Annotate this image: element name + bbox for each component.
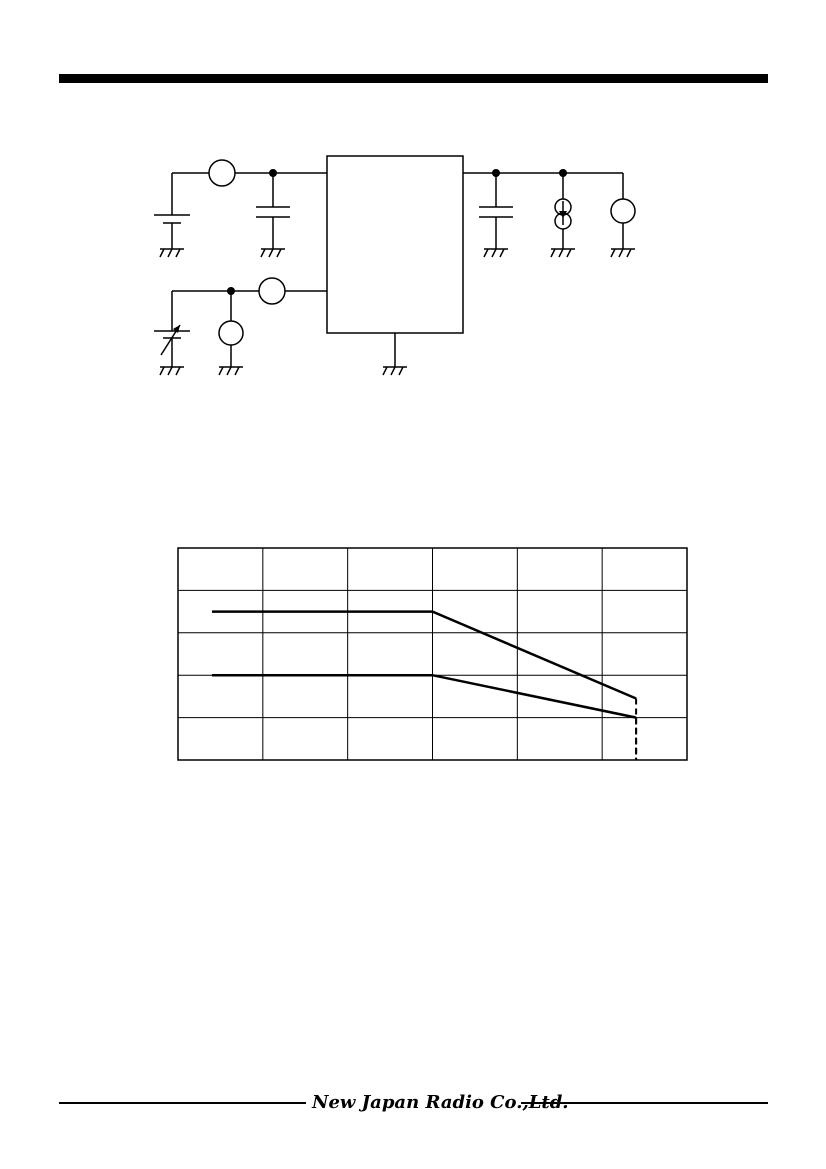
- ground-symbol-load: [550, 248, 575, 258]
- junction-dots: [227, 169, 567, 295]
- derating-curve-2: [211, 673, 637, 719]
- power-dissipation-chart: [177, 547, 688, 761]
- derating-curve-1: [211, 610, 637, 700]
- current-arrow-head: [559, 211, 567, 218]
- control-voltmeter: [218, 320, 244, 346]
- variable-arrow-head: [173, 325, 180, 333]
- company-logo: New Japan Radio Co.,Ltd.: [312, 1092, 569, 1113]
- ground-symbol-vmeter: [218, 366, 243, 376]
- output-capacitor: [479, 206, 513, 218]
- control-ammeter: [258, 277, 286, 305]
- ground-symbol-cin: [260, 248, 285, 258]
- ground-symbol-vout: [610, 248, 635, 258]
- ground-symbol-ic: [382, 366, 407, 376]
- ic-block: [326, 155, 464, 334]
- battery-symbol: [154, 214, 190, 224]
- ground-symbol-cout: [483, 248, 508, 258]
- ground-symbol-vcont: [159, 366, 184, 376]
- input-ammeter: [208, 159, 236, 187]
- input-capacitor: [256, 206, 290, 218]
- output-voltmeter: [610, 198, 636, 224]
- chart-grid: [177, 547, 688, 761]
- measurement-circuit-diagram: [154, 155, 636, 376]
- header-rule: [59, 74, 768, 83]
- footer-rule-left: [59, 1102, 306, 1104]
- ground-symbol-battery: [159, 248, 184, 258]
- chart-series: [211, 610, 638, 760]
- footer-rule-right: [521, 1102, 768, 1104]
